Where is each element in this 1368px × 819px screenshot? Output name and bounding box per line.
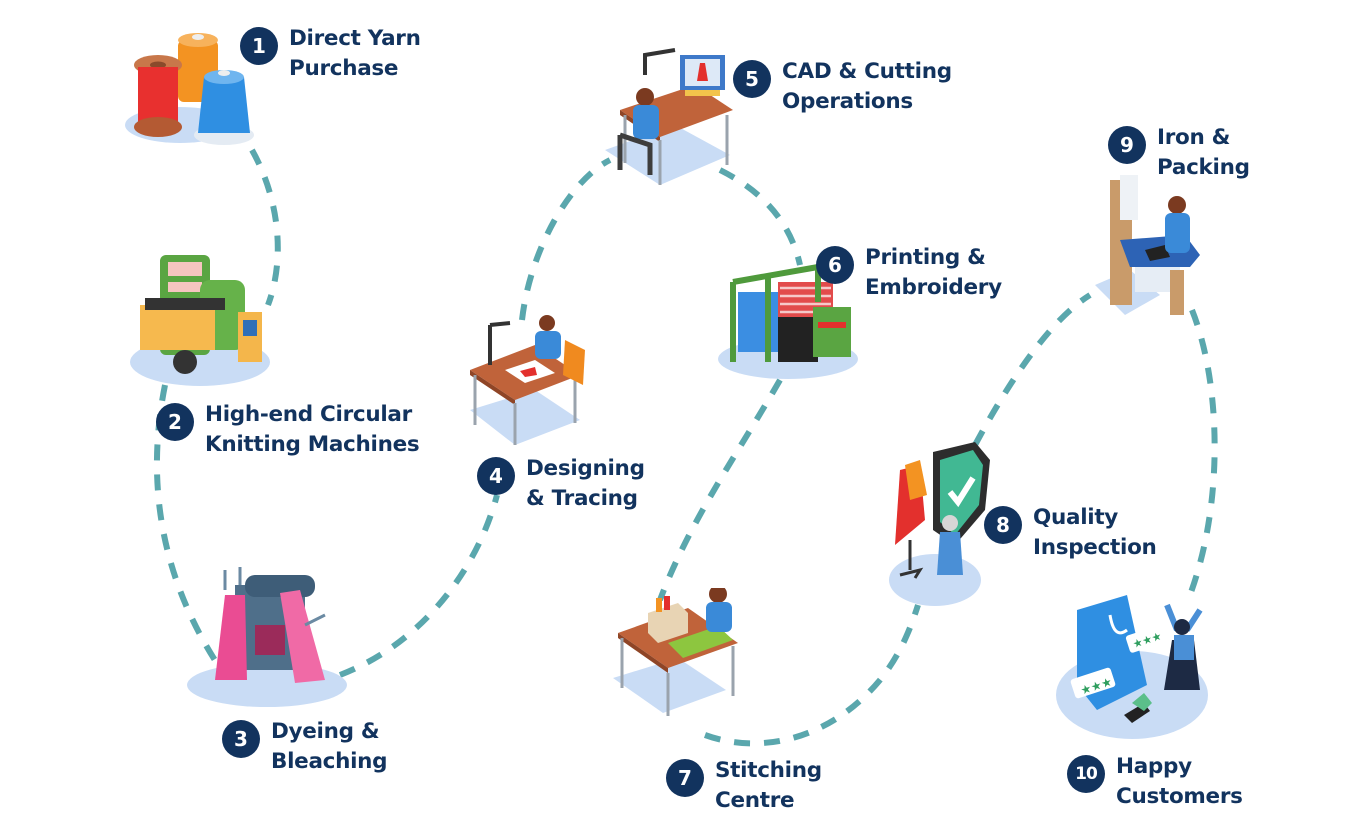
step-9: 9 Iron &Packing [1108,123,1250,183]
connector-8-9 [972,292,1092,447]
step-label: Iron &Packing [1157,125,1250,180]
step-number-badge: 9 [1108,126,1146,164]
dyeing-machine-icon [187,567,347,707]
step-number-badge: 6 [816,246,854,284]
connector-5-6 [718,167,803,266]
step-number-badge: 5 [733,60,771,98]
step-number-badge: 2 [156,403,194,441]
sewing-station-icon [613,588,738,716]
step-number-badge: 1 [240,27,278,65]
ironing-station-icon [1095,175,1200,315]
happy-customer-icon: ★★★ ★★★ [1056,595,1208,739]
connector-3-4 [338,494,500,678]
connector-9-10 [1187,308,1218,597]
step-number-badge: 10 [1067,755,1105,793]
quality-shield-icon [889,442,990,606]
step-4: 4 Designing& Tracing [477,454,645,514]
connector-6-7 [657,378,783,602]
connector-4-5 [519,157,612,321]
printing-machine-icon [718,264,858,379]
step-number-badge: 8 [984,506,1022,544]
step-6: 6 Printing &Embroidery [816,243,1002,303]
step-number-badge: 3 [222,720,260,758]
yarn-spools-icon [125,33,254,145]
cad-workstation-icon [605,48,733,185]
step-label: Dyeing &Bleaching [271,719,388,774]
step-number-badge: 4 [477,457,515,495]
connector-7-8 [703,604,921,747]
step-label: Printing &Embroidery [865,245,1002,300]
step-label: Designing& Tracing [526,456,645,511]
knitting-machine-icon [130,255,270,386]
designer-desk-icon [470,315,585,445]
step-number-badge: 7 [666,759,704,797]
step-3: 3 Dyeing &Bleaching [222,717,388,777]
